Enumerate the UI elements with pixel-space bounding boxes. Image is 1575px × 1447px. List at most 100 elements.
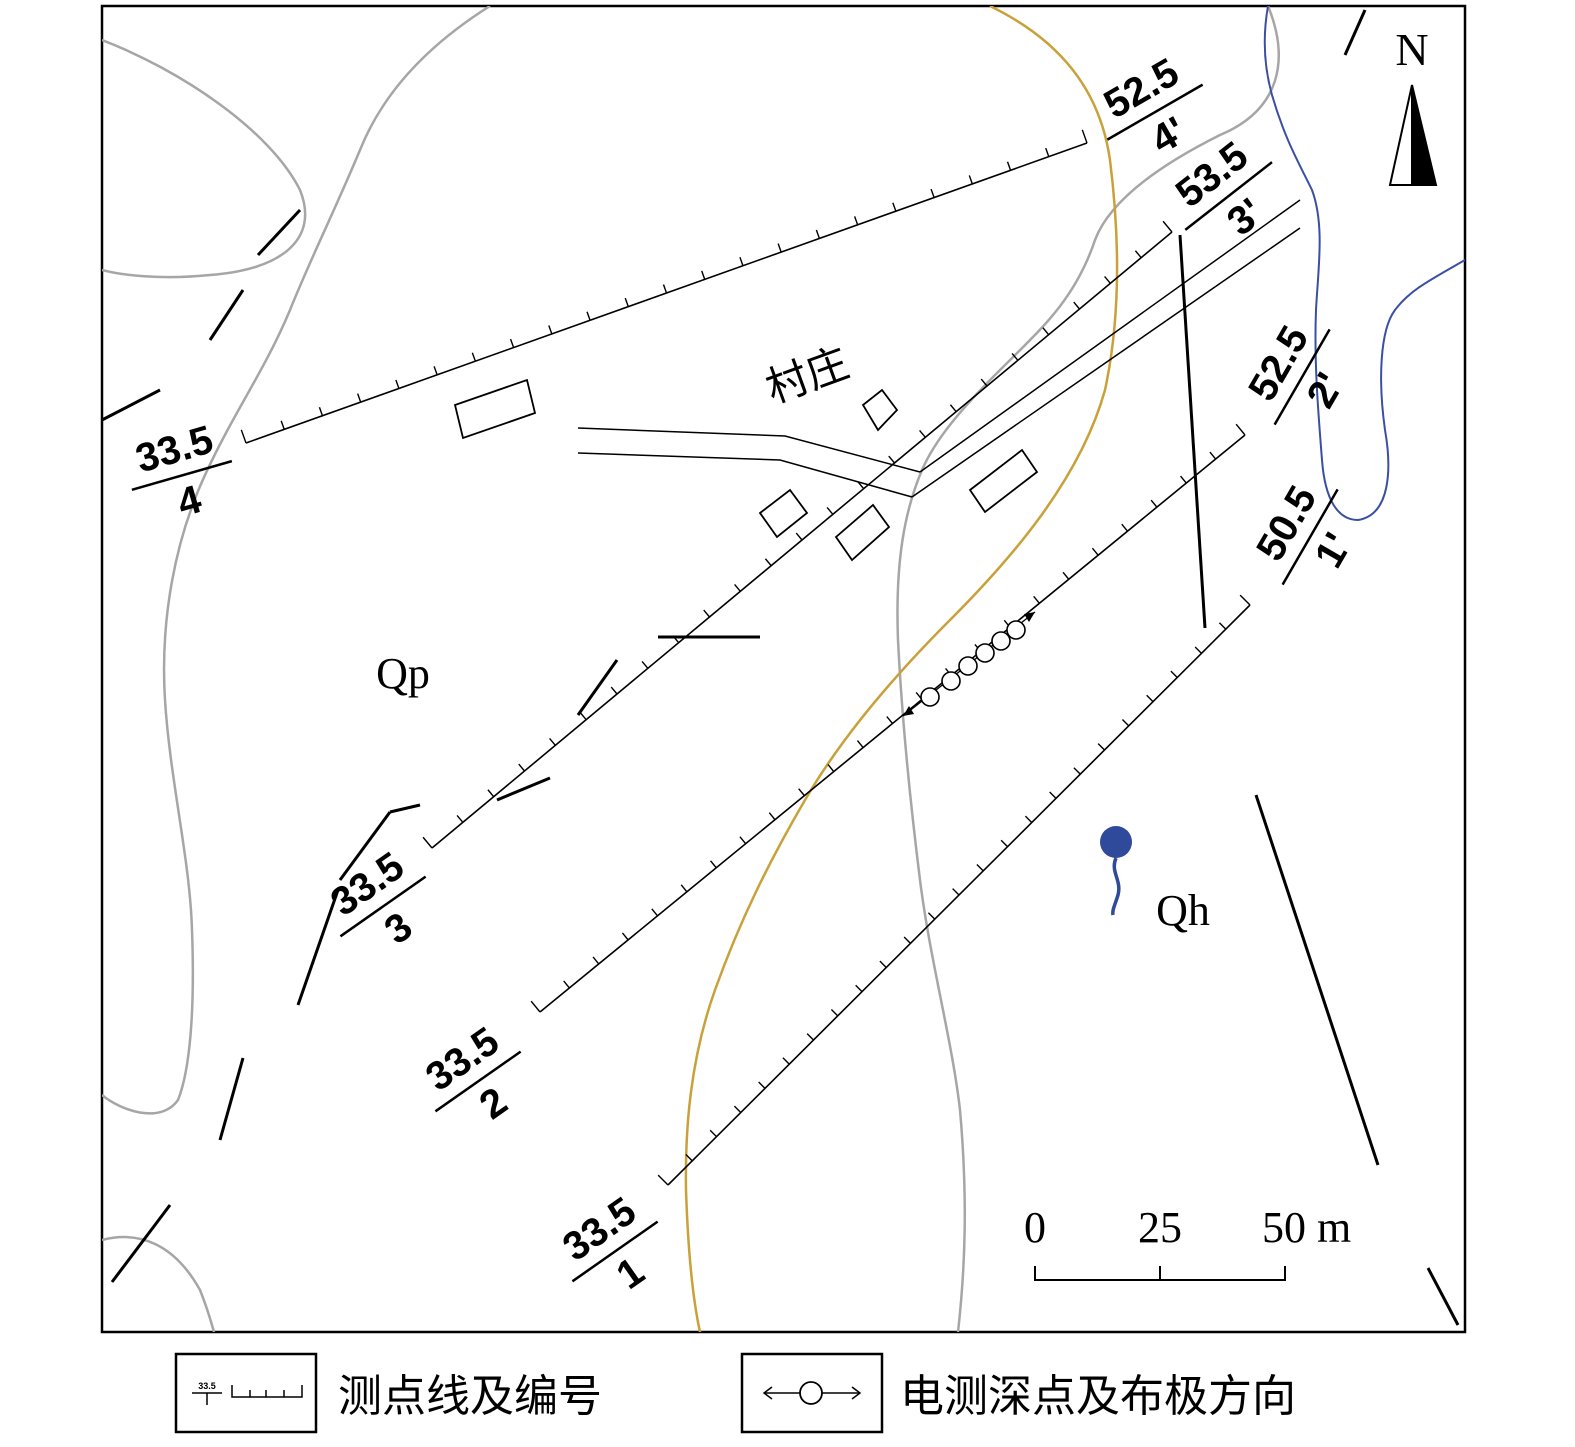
sounding-point [1006,620,1026,640]
sounding-points [902,611,1036,717]
survey-line-tick [1097,743,1105,751]
survey-line-tick [1121,718,1130,727]
survey-line-tick [1150,499,1158,508]
survey-line-tick [509,338,515,348]
survey-line-tick [1042,327,1050,336]
survey-line-tick [1081,129,1088,144]
survey-line-tick [395,379,400,389]
contour-nw [102,38,307,279]
survey-line-tick [827,764,835,773]
fault-lines [102,9,1460,1326]
map-frame [100,4,1467,1334]
survey-lines [240,129,1251,1186]
survey-line-tick [641,660,649,669]
survey-line-tick [1180,475,1187,484]
survey-line-icon-label: 33.5 [198,1381,216,1391]
survey-line-tick [240,429,247,444]
survey-line-tick [471,352,477,362]
buildings [453,378,1039,562]
survey-line-tick [930,188,935,198]
survey-line-tick [1121,523,1129,532]
survey-line-tick [1218,622,1227,630]
survey-line-tick [1134,250,1142,259]
contour-lines [102,6,1280,1332]
building [968,448,1039,514]
survey-line-tick [919,429,926,438]
building [453,378,537,440]
sounding-point [958,656,978,676]
survey-line-tick [903,936,911,944]
survey-line-tick [662,284,668,294]
building [861,388,899,432]
survey-line-tick [651,908,659,917]
survey-line-tick [422,836,433,849]
building [834,503,891,562]
survey-line-tick [968,175,973,185]
survey-line-tick [1073,767,1081,775]
geologic-boundary [684,6,1119,1332]
north-arrow-icon [1388,84,1438,186]
survey-line-tick [685,1153,693,1162]
contour-central [896,6,1280,1332]
survey-line-tick [853,216,859,226]
survey-line-3 [422,220,1173,849]
survey-line-tick [456,814,464,823]
survey-line-tick [672,635,680,644]
survey-line-tick [280,420,285,430]
survey-line-tick [592,956,600,965]
survey-line-tick [680,884,688,893]
survey-line-tick [1194,646,1202,654]
survey-line-tick [1024,815,1033,823]
survey-line-tick [1062,571,1070,580]
survey-line-tick [758,1081,766,1089]
sounding-point [991,631,1011,651]
legend-sounding-text: 电测深点及布极方向 [900,1371,1296,1422]
survey-line-tick [530,1000,541,1013]
survey-line-tick [657,1174,669,1186]
survey-line-tick [610,686,618,695]
survey-line-tick [857,481,865,490]
survey-line-tick [815,229,821,239]
survey-line-tick [1049,791,1057,799]
survey-line-tick [949,404,957,413]
survey-line-icon: 33.5 [192,1381,303,1405]
survey-line-tick [1239,594,1251,606]
contour-sw [102,1235,216,1332]
survey-line-tick [548,325,553,335]
survey-line-tick [356,393,362,403]
survey-line-tick [888,455,896,464]
survey-line-tick [518,763,526,772]
survey-line-4 [240,129,1088,444]
survey-line-tick [764,558,772,567]
survey-line-tick [739,836,747,845]
river [1263,6,1465,522]
survey-line-tick [1000,839,1008,848]
survey-line-tick [830,1008,839,1017]
scale-tick-50: 50 m [1262,1203,1351,1252]
survey-line-tick [952,888,960,896]
survey-line-tick [739,257,744,266]
contour-west [102,6,491,1115]
survey-line-tick [795,532,803,541]
survey-line-tick [798,788,805,797]
survey-line-tick [777,243,782,253]
sounding-point-icon [762,1381,862,1405]
survey-line-tick [1091,547,1099,556]
survey-line-1 [657,594,1251,1186]
legend-survey-line-text: 测点线及编号 [338,1371,602,1422]
survey-line-tick [734,583,741,592]
survey-line-tick [1073,301,1081,310]
survey-line-tick [976,863,984,872]
building [758,488,809,539]
survey-line-tick [621,932,629,941]
survey-line-tick [487,789,495,798]
survey-line-tick [886,716,894,724]
survey-line-tick [1006,161,1012,171]
survey-line-tick [826,506,834,515]
survey-line-tick [1162,220,1173,233]
survey-line-tick [1146,694,1154,703]
survey-line-tick [855,984,863,993]
survey-line-tick [703,609,711,618]
survey-line-tick [1209,451,1217,460]
